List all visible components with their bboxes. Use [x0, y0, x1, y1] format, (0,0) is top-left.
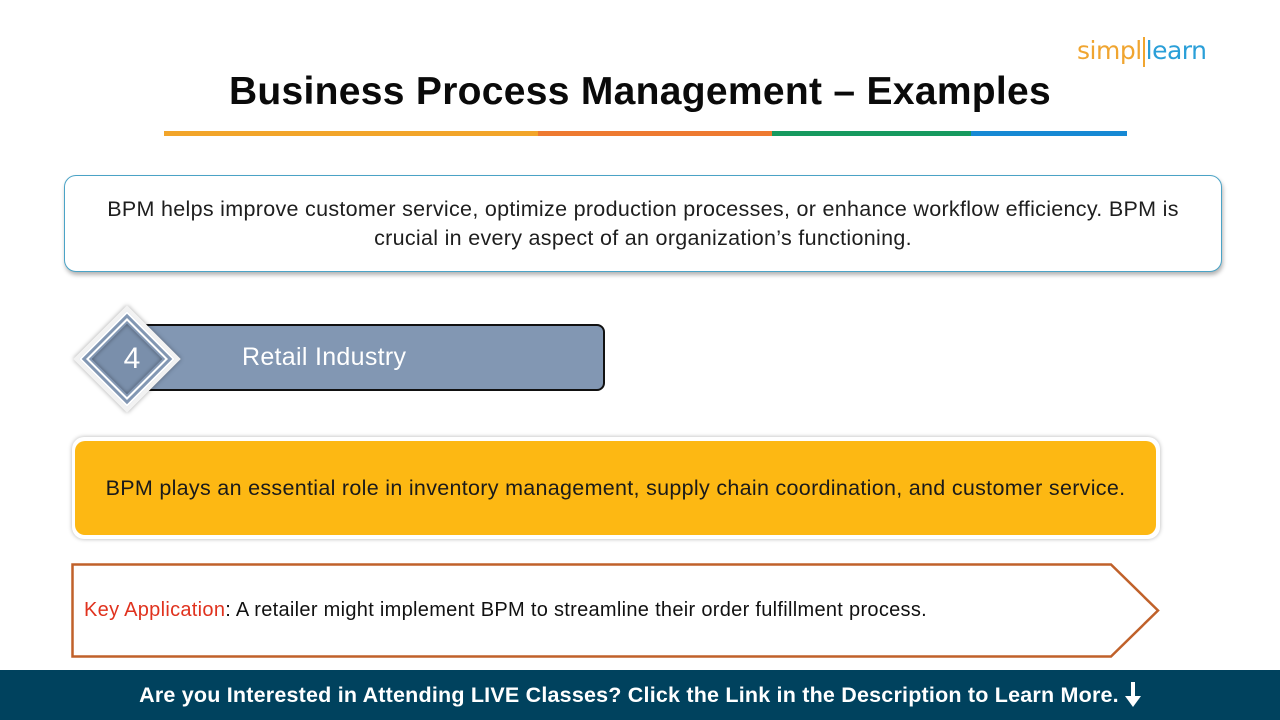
key-application-text: Key Application: A retailer might implem… — [84, 563, 927, 658]
rule-segment-yellow — [164, 131, 538, 136]
intro-callout: BPM helps improve customer service, opti… — [64, 175, 1222, 272]
key-application-callout: Key Application: A retailer might implem… — [71, 563, 1161, 658]
title-underline — [164, 131, 1127, 136]
banner-text: Are you Interested in Attending LIVE Cla… — [139, 682, 1119, 707]
key-application-separator: : — [225, 599, 232, 621]
rule-segment-orange — [538, 131, 772, 136]
logo-part-simpl: simpl — [1077, 36, 1142, 65]
intro-text: BPM helps improve customer service, opti… — [107, 196, 1179, 250]
key-application-body: A retailer might implement BPM to stream… — [231, 599, 928, 621]
section-header: Retail Industry — [140, 324, 605, 391]
logo-part-learn: learn — [1145, 36, 1207, 65]
section-label: Retail Industry — [242, 343, 407, 371]
section-number-badge: 4 — [73, 305, 181, 413]
description-text: BPM plays an essential role in inventory… — [105, 476, 1126, 500]
arrow-down-icon — [1124, 682, 1141, 708]
page-title: Business Process Management – Examples — [228, 70, 1052, 113]
description-box: BPM plays an essential role in inventory… — [75, 441, 1156, 535]
section-number: 4 — [123, 342, 141, 375]
logo-divider — [1142, 37, 1145, 67]
rule-segment-blue — [971, 131, 1127, 136]
rule-segment-green — [772, 131, 971, 136]
live-classes-banner[interactable]: Are you Interested in Attending LIVE Cla… — [0, 670, 1280, 720]
arrow-shape-outline — [71, 563, 1160, 658]
key-application-label: Key Application — [84, 599, 226, 621]
